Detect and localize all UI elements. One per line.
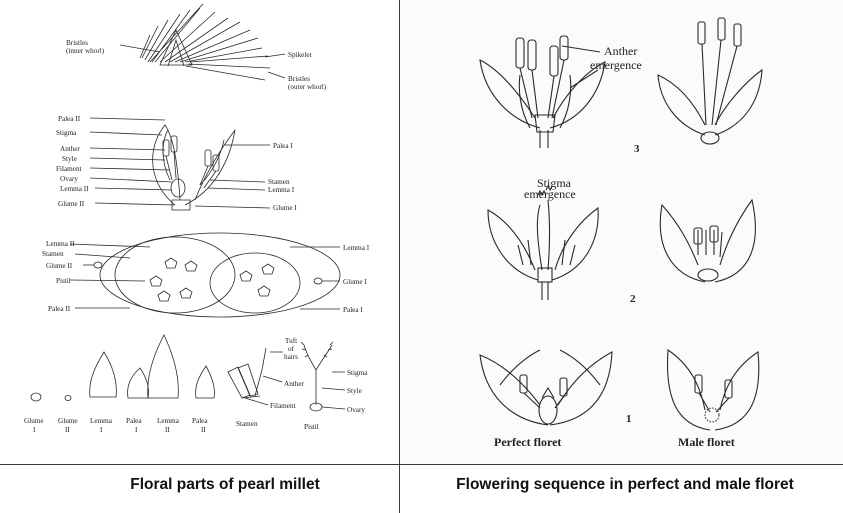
label-row-glume-i: Glume [24, 417, 44, 425]
label-bristles-inner: Bristles [66, 39, 88, 47]
label-stamen-cross: Stamen [42, 250, 64, 258]
label-anther: Anther [60, 145, 81, 153]
stage-1-perfect-floret [480, 350, 612, 425]
floral-parts-panel: Bristles (inner whorl) Spikelet Bristles… [0, 0, 399, 464]
label-row-lemma-i-num: I [100, 426, 103, 434]
label-perfect-floret: Perfect floret [494, 435, 561, 449]
label-row-lemma-ii-num: II [165, 426, 170, 434]
label-stigma: Stigma [56, 129, 77, 137]
label-row-glume-ii: Glume [58, 417, 78, 425]
label-filament-detail: Filament [270, 402, 296, 410]
floret-cross-section-illustration [94, 233, 340, 317]
label-row-palea-i: Palea [126, 417, 142, 425]
stage-2-male-floret [660, 200, 755, 282]
flowering-sequence-panel: Anther emergence Stigma emergence 3 2 1 … [400, 0, 843, 464]
label-bristles-inner-whorl: (inner whorl) [66, 47, 105, 55]
flowering-sequence-diagram: Anther emergence Stigma emergence 3 2 1 … [400, 0, 843, 464]
stage-1-male-floret [667, 350, 758, 430]
label-stigma-detail: Stigma [347, 369, 368, 377]
label-glume-i-cross: Glume I [343, 278, 367, 286]
stage-1-number: 1 [626, 413, 632, 425]
label-ovary: Ovary [60, 175, 78, 183]
label-lemma-ii: Lemma II [60, 185, 89, 193]
label-glume-ii: Glume II [58, 200, 85, 208]
label-stamen: Stamen [268, 178, 290, 186]
stage-2-perfect-floret [488, 186, 598, 300]
floral-part-labels: Bristles (inner whorl) Spikelet Bristles… [24, 39, 370, 434]
floral-parts-diagram: Bristles (inner whorl) Spikelet Bristles… [0, 0, 399, 464]
label-row-lemma-i: Lemma [90, 417, 113, 425]
caption-flowering-sequence: Flowering sequence in perfect and male f… [415, 476, 835, 493]
label-glume-i: Glume I [273, 204, 297, 212]
vertical-divider [399, 0, 400, 513]
label-palea-ii-cross: Palea II [48, 305, 71, 313]
label-anther-detail: Anther [284, 380, 305, 388]
stage-3-number: 3 [634, 143, 640, 155]
label-row-glume-i-num: I [33, 426, 36, 434]
caption-floral-parts: Floral parts of pearl millet [60, 476, 390, 493]
label-row-palea-ii: Palea [192, 417, 208, 425]
label-male-floret: Male floret [678, 435, 735, 449]
label-bristles-outer: Bristles [288, 75, 310, 83]
label-style: Style [62, 155, 77, 163]
label-palea-i-cross: Palea I [343, 306, 363, 314]
spikelet-bristles-illustration [140, 4, 270, 80]
label-row-palea-ii-num: II [201, 426, 206, 434]
label-lemma-ii-cross: Lemma II [46, 240, 75, 248]
label-ovary-detail: Ovary [347, 406, 365, 414]
label-row-glume-ii-num: II [65, 426, 70, 434]
label-anther-emergence: emergence [590, 58, 642, 72]
label-anther: Anther [604, 44, 637, 58]
stage-3-perfect-floret [480, 36, 605, 148]
label-glume-ii-cross: Glume II [46, 262, 73, 270]
label-hairs: hairs [284, 353, 298, 361]
floret-section-illustration [153, 125, 235, 210]
stage-2-number: 2 [630, 293, 636, 305]
label-style-detail: Style [347, 387, 362, 395]
label-stigma-emergence: emergence [524, 187, 576, 201]
label-row-stamen: Stamen [236, 420, 258, 428]
stage-3-male-floret [658, 18, 762, 144]
label-palea-i: Palea I [273, 142, 293, 150]
label-palea-ii: Palea II [58, 115, 81, 123]
label-row-palea-i-num: I [135, 426, 138, 434]
label-lemma-i-cross: Lemma I [343, 244, 370, 252]
label-spikelet: Spikelet [288, 51, 312, 59]
label-tuft: Tuft [285, 337, 297, 345]
label-bristles-outer-whorl: (outer whorl) [288, 83, 327, 91]
label-pistil-cross: Pistil [56, 277, 71, 285]
label-row-lemma-ii: Lemma [157, 417, 180, 425]
horizontal-divider [0, 464, 843, 465]
label-filament: Filament [56, 165, 82, 173]
label-row-pistil: Pistil [304, 423, 319, 431]
label-lemma-i: Lemma I [268, 186, 295, 194]
label-of: of [288, 345, 295, 353]
